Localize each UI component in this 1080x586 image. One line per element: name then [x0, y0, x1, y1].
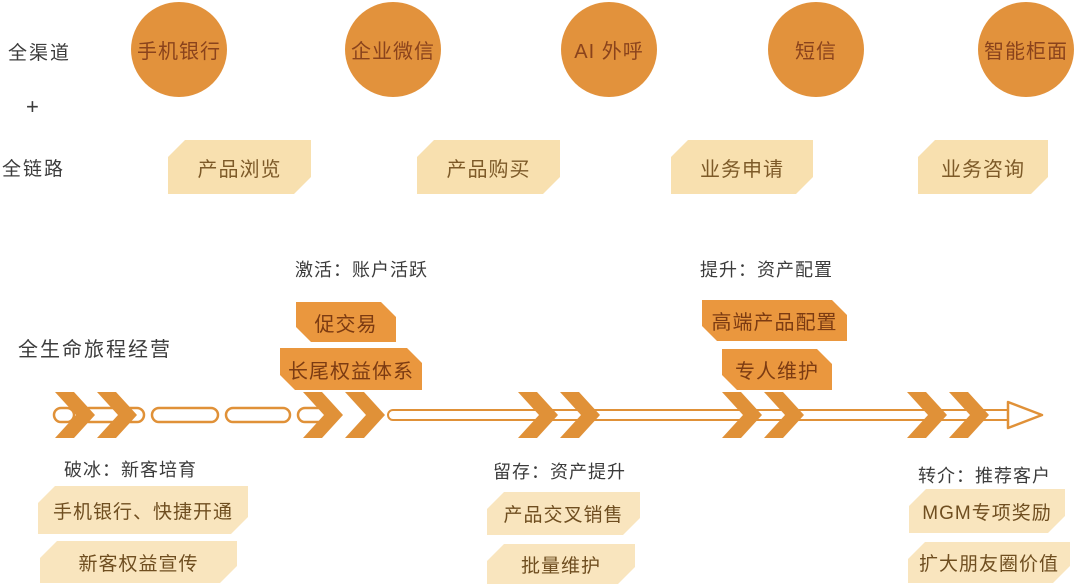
- tactic-highend-config: 高端产品配置: [702, 300, 847, 341]
- lifecycle-label: 全生命旅程经营: [18, 339, 172, 361]
- channel-circle-mobile-banking: 手机银行: [131, 2, 227, 97]
- stage-improvement-title: 提升：资产配置: [700, 260, 833, 280]
- touchpoint-product-purchase: 产品购买: [417, 140, 560, 194]
- stage-referral-title: 转介：推荐客户: [918, 466, 1051, 486]
- touchpoint-business-consult: 业务咨询: [918, 140, 1048, 194]
- channel-circle-sms: 短信: [768, 2, 864, 97]
- timeline-chevrons: [55, 392, 989, 438]
- tactic-batch-maintenance: 批量维护: [487, 544, 635, 584]
- tactic-newcustomer-benefits: 新客权益宣传: [40, 541, 237, 583]
- tactic-promote-trading: 促交易: [296, 302, 396, 342]
- timeline-dashes: [52, 406, 1015, 424]
- channel-circle-enterprise-wechat: 企业微信: [345, 2, 441, 97]
- stage-icebreaking-title: 破冰：新客培育: [64, 460, 197, 480]
- plus-sign: +: [26, 94, 39, 119]
- omni-channel-label: 全渠道: [8, 43, 72, 64]
- tactic-mgm-reward: MGM专项奖励: [909, 489, 1065, 533]
- tactic-quick-activation: 手机银行、快捷开通: [38, 486, 248, 534]
- channel-circle-ai-outbound: AI 外呼: [561, 2, 657, 97]
- full-chain-label: 全链路: [2, 159, 66, 180]
- touchpoint-business-apply: 业务申请: [671, 140, 813, 194]
- timeline-arrowhead: [1006, 400, 1044, 430]
- tactic-dedicated-maintenance: 专人维护: [722, 349, 832, 390]
- tactic-cross-selling: 产品交叉销售: [487, 492, 640, 535]
- touchpoint-product-browse: 产品浏览: [168, 140, 311, 194]
- tactic-longtail-benefits: 长尾权益体系: [280, 348, 422, 390]
- tactic-friend-circle-value: 扩大朋友圈价值: [908, 542, 1070, 583]
- stage-activation-title: 激活：账户活跃: [295, 260, 428, 280]
- journey-timeline-arrow: [52, 392, 1044, 438]
- stage-retention-title: 留存：资产提升: [493, 462, 626, 482]
- channel-circle-smart-counter: 智能柜面: [978, 2, 1074, 97]
